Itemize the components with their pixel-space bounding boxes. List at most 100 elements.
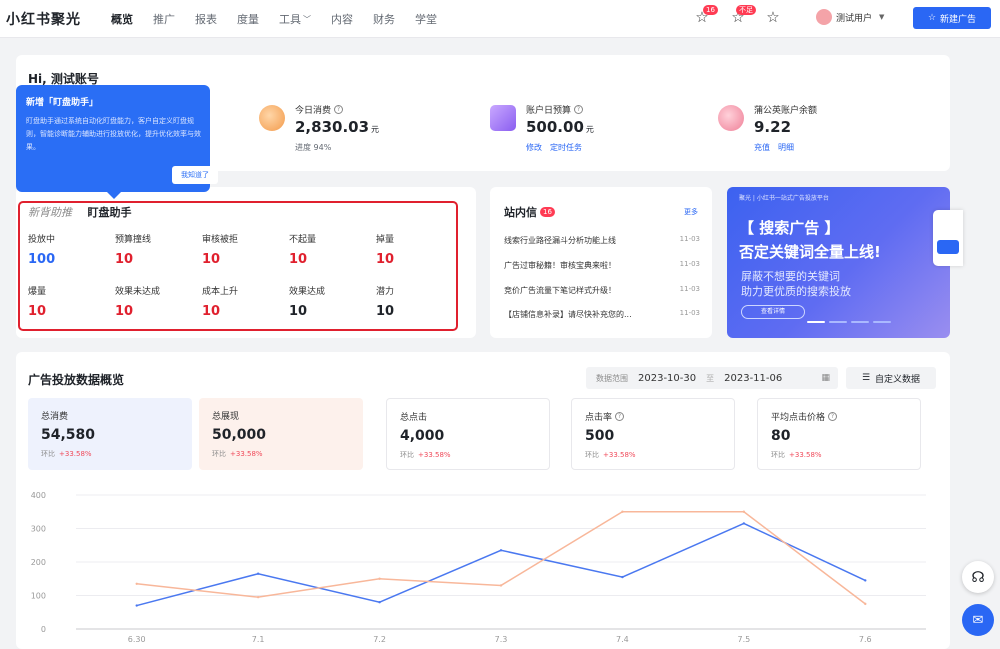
- assistant-item-label: 审核被拒: [202, 235, 239, 245]
- assistant-item-value: 10: [115, 252, 134, 267]
- metric-label: 账户日预算?: [526, 103, 584, 116]
- x-tick-label: 7.3: [495, 635, 508, 644]
- banner-subtitle: 屏蔽不想要的关键词: [741, 270, 840, 283]
- calendar-icon[interactable]: ▦: [821, 373, 830, 383]
- end-date[interactable]: 2023-11-06: [724, 372, 783, 384]
- assistant-item-value: 10: [202, 304, 221, 319]
- details-link[interactable]: 明细: [778, 143, 794, 152]
- notification-badge: 16: [703, 5, 718, 15]
- series-line-1: [136, 522, 866, 607]
- data-point: [378, 601, 381, 604]
- kpi-value: 4,000: [400, 428, 445, 444]
- nav-finance[interactable]: 财务: [373, 13, 395, 26]
- data-point: [742, 510, 746, 513]
- got-it-button[interactable]: 我知道了: [172, 166, 218, 184]
- carousel-dots[interactable]: [807, 321, 891, 323]
- help-icon[interactable]: ?: [828, 412, 838, 421]
- assistant-tabs: 新背助推 盯盘助手: [28, 204, 132, 220]
- edit-budget-link[interactable]: 修改: [526, 143, 542, 152]
- tab-boost[interactable]: 新背助推: [28, 206, 72, 219]
- nav-measure[interactable]: 度量: [237, 13, 259, 26]
- nav-tools[interactable]: 工具﹀: [279, 11, 311, 27]
- y-tick-label: 300: [31, 525, 46, 534]
- nav-promotion[interactable]: 推广: [153, 13, 175, 26]
- nav-tools-label: 工具: [279, 13, 301, 26]
- nav-academy[interactable]: 学堂: [415, 13, 437, 26]
- recharge-link[interactable]: 充值: [754, 143, 770, 152]
- chat-icon[interactable]: ✉: [962, 604, 994, 636]
- caret-down-icon: ▼: [879, 13, 885, 21]
- help-icon[interactable]: ?: [574, 105, 584, 114]
- assistant-item-value: 10: [202, 252, 221, 267]
- kpi-value: 50,000: [212, 427, 267, 443]
- kpi-value: 500: [585, 428, 615, 444]
- avatar: [816, 9, 832, 25]
- kpi-change: 环比+33.58%: [212, 450, 263, 458]
- tab-monitor-assistant[interactable]: 盯盘助手: [87, 206, 132, 219]
- kpi-change: 环比+33.58%: [400, 451, 451, 459]
- kpi-change: 环比+33.58%: [771, 451, 822, 459]
- feature-tooltip: 新增「盯盘助手」 盯盘助手通过系统自动化盯盘能力，客户自定义盯盘规则，智能诊断能…: [16, 85, 218, 199]
- side-panel-button[interactable]: [937, 240, 959, 254]
- banner-detail-button[interactable]: 查看详情: [741, 305, 805, 319]
- banner-title: 【 搜索广告 】: [739, 219, 840, 237]
- data-point: [499, 549, 503, 552]
- user-menu[interactable]: 测试用户 ▼: [816, 9, 884, 25]
- banner-headline: 否定关键词全量上线!: [739, 243, 881, 261]
- x-tick-label: 7.5: [737, 635, 750, 644]
- range-separator: 至: [706, 373, 715, 383]
- help-icon[interactable]: ?: [615, 412, 625, 421]
- promo-banner[interactable]: 聚光 | 小红书一站式广告投放平台 【 搜索广告 】 否定关键词全量上线! 屏蔽…: [727, 187, 950, 338]
- nav-overview[interactable]: 概览: [111, 13, 133, 26]
- tooltip-body: 盯盘助手通过系统自动化盯盘能力，客户自定义盯盘规则，智能诊断能力辅助进行投放优化…: [26, 117, 201, 151]
- y-tick-label: 0: [41, 625, 46, 634]
- app-logo[interactable]: 小红书聚光: [6, 12, 81, 28]
- assistant-item-value: 10: [115, 304, 134, 319]
- date-range-picker[interactable]: 数据范围 2023-10-30 至 2023-11-06 ▦: [586, 367, 838, 389]
- tooltip-title: 新增「盯盘助手」: [26, 98, 99, 108]
- custom-data-button[interactable]: ☰ 自定义数据: [846, 367, 936, 389]
- help-icon[interactable]: ?: [334, 105, 344, 114]
- side-panel-tab[interactable]: [933, 210, 963, 266]
- metric-links: 修改定时任务: [526, 142, 590, 153]
- assistant-item[interactable]: 审核被拒 10: [202, 232, 289, 267]
- banner-header: 聚光 | 小红书一站式广告投放平台: [739, 195, 829, 202]
- metric-links: 充值明细: [754, 142, 802, 153]
- more-link[interactable]: 更多: [684, 208, 698, 216]
- data-point: [256, 595, 260, 599]
- scheduled-task-link[interactable]: 定时任务: [550, 143, 582, 152]
- nav-reports[interactable]: 报表: [195, 13, 217, 26]
- favorite-icon[interactable]: ☆: [766, 8, 780, 26]
- nav-content[interactable]: 内容: [331, 13, 353, 26]
- start-date[interactable]: 2023-10-30: [638, 372, 697, 384]
- headset-icon[interactable]: ☊: [962, 561, 994, 593]
- kpi-value: 54,580: [41, 427, 96, 443]
- message-item[interactable]: 广告过审秘籍！审核宝典来啦！11-03: [504, 260, 700, 270]
- message-item[interactable]: 竞价广告流量下笔记样式升级！11-03: [504, 285, 700, 295]
- overview-title: 广告投放数据概览: [28, 373, 125, 387]
- new-ad-button[interactable]: ☆ 新建广告: [913, 7, 991, 29]
- kpi-value: 80: [771, 428, 791, 444]
- message-item[interactable]: 【店铺信息补录】请尽快补充您的...11-03: [504, 309, 700, 319]
- assistant-item-label: 掉量: [376, 235, 395, 245]
- y-tick-label: 200: [31, 558, 46, 567]
- user-name: 测试用户: [836, 13, 873, 24]
- tooltip-arrow: [106, 191, 122, 199]
